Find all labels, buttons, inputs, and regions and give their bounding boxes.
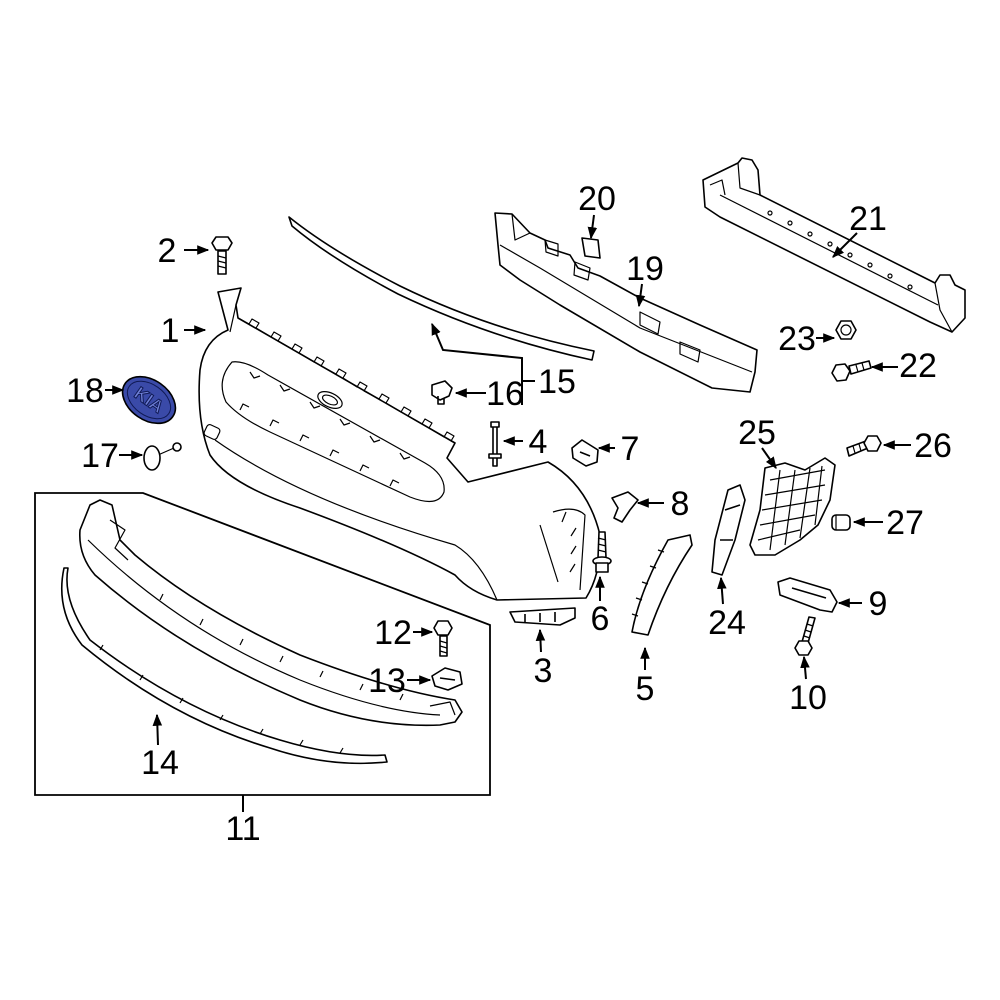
callout-5: 5 <box>636 670 655 708</box>
callout-15: 15 <box>538 363 576 401</box>
callout-2: 2 <box>158 232 177 270</box>
part-14-lower-strip <box>61 567 388 765</box>
part-7-clip <box>571 439 599 467</box>
callout-25: 25 <box>738 414 776 452</box>
leader-10 <box>800 655 810 680</box>
callout-12: 12 <box>374 614 412 652</box>
callout-16: 16 <box>486 375 524 413</box>
callout-7: 7 <box>621 430 640 468</box>
part-12-bolt <box>433 620 453 657</box>
callout-10: 10 <box>789 679 827 717</box>
part-17-clip <box>143 442 182 471</box>
leader-3 <box>535 628 546 653</box>
callout-22: 22 <box>899 347 937 385</box>
callout-23: 23 <box>778 320 816 358</box>
part-16-clip <box>431 380 453 405</box>
part-3-strip <box>509 607 576 626</box>
callout-4: 4 <box>529 423 548 461</box>
callout-14: 14 <box>141 744 179 782</box>
part-10-bolt <box>794 616 816 656</box>
part-5-side-strip <box>631 534 693 636</box>
part-4-pin <box>488 421 502 467</box>
part-27-clip <box>831 514 851 531</box>
callout-8: 8 <box>671 485 690 523</box>
callout-20: 20 <box>578 180 616 218</box>
part-18-emblem: KIA <box>121 375 177 425</box>
callout-26: 26 <box>914 427 952 465</box>
callout-6: 6 <box>591 600 610 638</box>
part-2-bolt <box>211 236 233 275</box>
leader-24 <box>717 576 727 605</box>
part-8-clip <box>611 491 639 523</box>
part-11-lower-valance <box>78 499 463 727</box>
part-6-screw <box>592 531 612 573</box>
callout-3: 3 <box>534 652 553 690</box>
part-24-bracket <box>711 484 746 576</box>
leader-14 <box>152 713 163 746</box>
callout-13: 13 <box>368 662 406 700</box>
part-22-bolt <box>831 360 872 382</box>
callout-9: 9 <box>869 585 888 623</box>
callout-21: 21 <box>849 200 887 238</box>
callout-18: 18 <box>66 372 104 410</box>
part-25-grille-bracket <box>749 457 836 556</box>
part-19-energy-absorber <box>494 212 758 393</box>
leader-19 <box>635 283 646 308</box>
part-1-bumper-cover <box>198 287 602 601</box>
part-15-upper-strip <box>288 216 595 361</box>
leader-25 <box>761 447 777 469</box>
callout-11: 11 <box>225 810 260 848</box>
group-box-11 <box>34 492 491 796</box>
callout-24: 24 <box>708 604 746 642</box>
part-9-bracket <box>777 577 838 613</box>
part-20-pad <box>581 237 601 259</box>
part-26-bolt <box>846 435 882 457</box>
leader-21 <box>832 232 858 258</box>
callout-1: 1 <box>161 312 180 350</box>
callout-27: 27 <box>886 504 924 542</box>
callout-17: 17 <box>81 437 119 475</box>
part-13-clip <box>431 667 463 691</box>
part-23-nut <box>835 320 857 340</box>
callout-19: 19 <box>626 250 664 288</box>
leader-20 <box>587 214 598 240</box>
part-21-reinforcement-beam <box>702 157 966 333</box>
